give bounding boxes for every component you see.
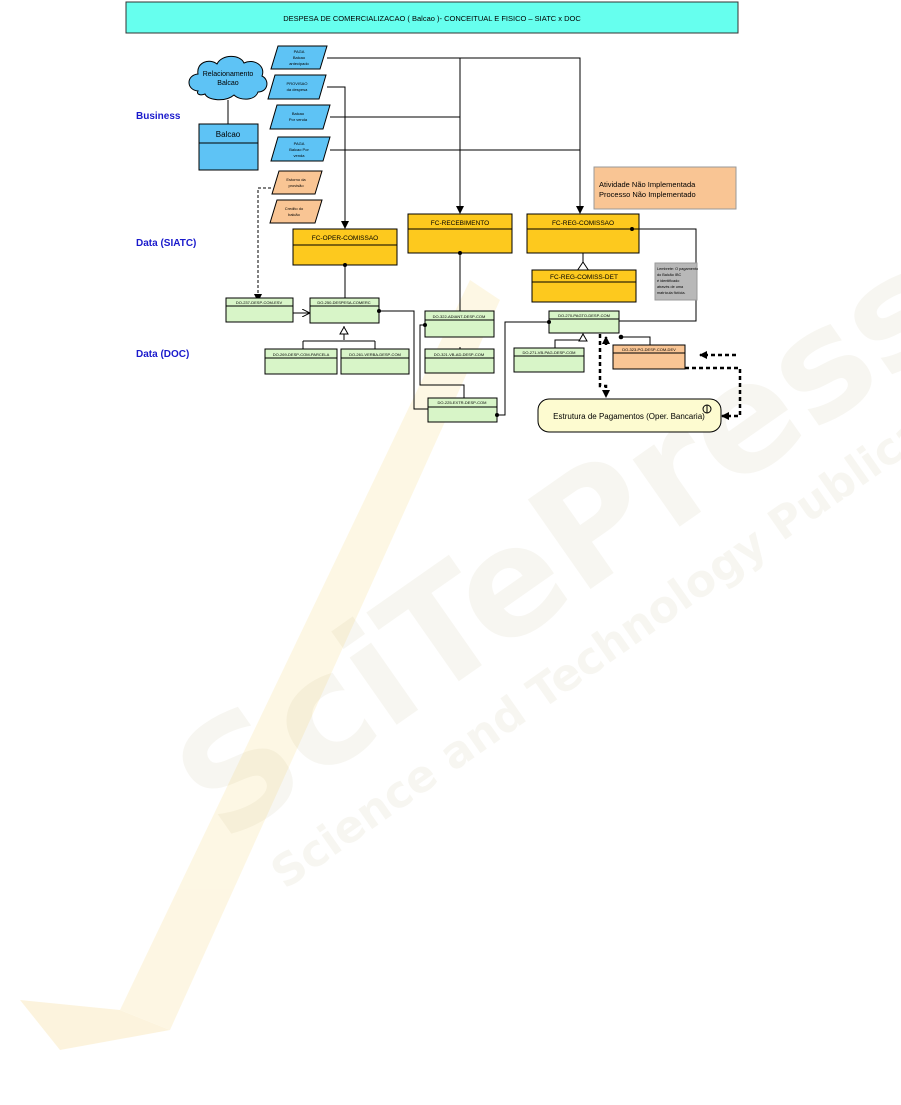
svg-text:Balcao: Balcao bbox=[293, 55, 306, 60]
junction-dots bbox=[343, 251, 551, 417]
balcao-box: Balcao bbox=[198, 123, 259, 171]
svg-text:FC-RECEBIMENTO: FC-RECEBIMENTO bbox=[431, 220, 489, 227]
cloud-line2: Balcao bbox=[217, 80, 239, 87]
svg-text:DO-250-DESPESA-COMERC: DO-250-DESPESA-COMERC bbox=[317, 300, 370, 305]
legend-box: Atividade Não Implementada Processo Não … bbox=[593, 166, 737, 210]
table-do-225: DO-225-EXTR-DESP-COM bbox=[427, 397, 498, 423]
estrutura-pagamentos-box: Estrutura de Pagamentos (Oper. Bancaria) bbox=[537, 398, 722, 433]
table-do-269: DO-269-DESP-COM-PARCELA bbox=[264, 348, 338, 375]
svg-text:Estorno da: Estorno da bbox=[286, 177, 306, 182]
svg-text:Balcao Por: Balcao Por bbox=[289, 147, 309, 152]
entity-fc-reg-comiss-det: FC-REG-COMISS-DET bbox=[531, 269, 637, 303]
parallelogram-balcao-por-venda: Balcao Por venda bbox=[269, 104, 331, 130]
svg-text:Lembrete: O pagamento: Lembrete: O pagamento bbox=[657, 267, 698, 271]
connectors bbox=[293, 57, 697, 416]
table-do-271: DO-271-VB-PAG-DESP-COM bbox=[513, 347, 585, 373]
svg-text:Por venda: Por venda bbox=[289, 117, 308, 122]
svg-text:é identificado: é identificado bbox=[657, 279, 679, 283]
svg-text:FC-REG-COMISS-DET: FC-REG-COMISS-DET bbox=[550, 274, 618, 281]
parallelogram-estorno-provisao: Estorno da provisão bbox=[271, 170, 323, 195]
estrutura-label: Estrutura de Pagamentos (Oper. Bancaria) bbox=[553, 412, 705, 421]
legend-line2: Processo Não Implementado bbox=[599, 190, 696, 199]
svg-text:DO-237-DESP-COM-ESV: DO-237-DESP-COM-ESV bbox=[236, 300, 283, 305]
table-do-322: DO-322-ADIANT-DESP-COM bbox=[424, 310, 495, 338]
svg-text:FC-REG-COMISSAO: FC-REG-COMISSAO bbox=[552, 220, 614, 227]
table-do-237: DO-237-DESP-COM-ESV bbox=[225, 297, 294, 323]
table-do-323: DO-323-PG-DESP-COM-DEV bbox=[612, 344, 686, 370]
svg-text:matrícula fictícia.: matrícula fictícia. bbox=[657, 291, 685, 295]
svg-text:DO-271-VB-PAG-DESP-COM: DO-271-VB-PAG-DESP-COM bbox=[522, 350, 575, 355]
balcao-label: Balcao bbox=[216, 130, 241, 139]
svg-text:DO-261-VERBA-DESP-COM: DO-261-VERBA-DESP-COM bbox=[349, 352, 401, 357]
svg-text:PAGA: PAGA bbox=[294, 141, 305, 146]
watermark-logo bbox=[20, 280, 500, 1050]
table-do-270: DO-270-PAGTO-DESP-COM bbox=[548, 310, 620, 334]
diagram-title: DESPESA DE COMERCIALIZACAO ( Balcao )- C… bbox=[283, 14, 581, 23]
lane-label-doc: Data (DOC) bbox=[136, 349, 189, 360]
svg-text:DO-269-DESP-COM-PARCELA: DO-269-DESP-COM-PARCELA bbox=[273, 352, 330, 357]
lane-label-siatc: Data (SIATC) bbox=[136, 238, 196, 249]
svg-text:Credito do: Credito do bbox=[285, 206, 304, 211]
svg-text:venda: venda bbox=[294, 153, 306, 158]
fc-reg-connector-dot bbox=[630, 227, 634, 231]
svg-text:antecipado: antecipado bbox=[289, 61, 309, 66]
title-bar bbox=[125, 1, 739, 34]
legend-line1: Atividade Não Implementada bbox=[599, 180, 696, 189]
svg-text:DO-225-EXTR-DESP-COM: DO-225-EXTR-DESP-COM bbox=[438, 400, 487, 405]
svg-text:DO-322-ADIANT-DESP-COM: DO-322-ADIANT-DESP-COM bbox=[433, 314, 486, 319]
cloud-line1: Relacionamento bbox=[203, 71, 254, 78]
parallelogram-credito-balcao: Credito do balcão bbox=[269, 199, 323, 224]
lane-label-business: Business bbox=[136, 111, 181, 122]
parallelogram-provisao: PROVISAO da despesa bbox=[267, 74, 327, 100]
parallelogram-paga-por-venda: PAGA Balcao Por venda bbox=[270, 136, 331, 162]
svg-text:da despesa: da despesa bbox=[287, 87, 308, 92]
svg-text:DO-321-VB-AD-DESP-COM: DO-321-VB-AD-DESP-COM bbox=[434, 352, 484, 357]
svg-text:PAGA: PAGA bbox=[294, 49, 305, 54]
reminder-note: Lembrete: O pagamento do Balcão IBC é id… bbox=[654, 262, 698, 301]
table-do-321: DO-321-VB-AD-DESP-COM bbox=[424, 348, 495, 374]
parallelogram-paga-antecipado: PAGA Balcao antecipado bbox=[270, 45, 328, 70]
svg-text:do Balcão IBC: do Balcão IBC bbox=[657, 273, 682, 277]
svg-text:balcão: balcão bbox=[288, 212, 301, 217]
svg-text:DO-323-PG-DESP-COM-DEV: DO-323-PG-DESP-COM-DEV bbox=[622, 347, 676, 352]
entity-fc-reg-comissao: FC-REG-COMISSAO bbox=[526, 213, 640, 254]
svg-text:Balcao: Balcao bbox=[292, 111, 305, 116]
svg-text:através de uma: através de uma bbox=[657, 285, 684, 289]
entity-fc-oper-comissao: FC-OPER-COMISSAO bbox=[292, 228, 398, 266]
svg-text:DO-270-PAGTO-DESP-COM: DO-270-PAGTO-DESP-COM bbox=[558, 313, 610, 318]
table-do-250: DO-250-DESPESA-COMERC bbox=[309, 297, 380, 324]
svg-text:FC-OPER-COMISSAO: FC-OPER-COMISSAO bbox=[312, 235, 378, 242]
relacionamento-balcao-cloud: Relacionamento Balcao bbox=[188, 55, 268, 101]
dashed-connectors bbox=[254, 187, 742, 420]
entity-fc-recebimento: FC-RECEBIMENTO bbox=[407, 213, 513, 254]
svg-text:provisão: provisão bbox=[288, 183, 304, 188]
svg-text:PROVISAO: PROVISAO bbox=[287, 81, 308, 86]
table-do-261: DO-261-VERBA-DESP-COM bbox=[340, 348, 410, 375]
